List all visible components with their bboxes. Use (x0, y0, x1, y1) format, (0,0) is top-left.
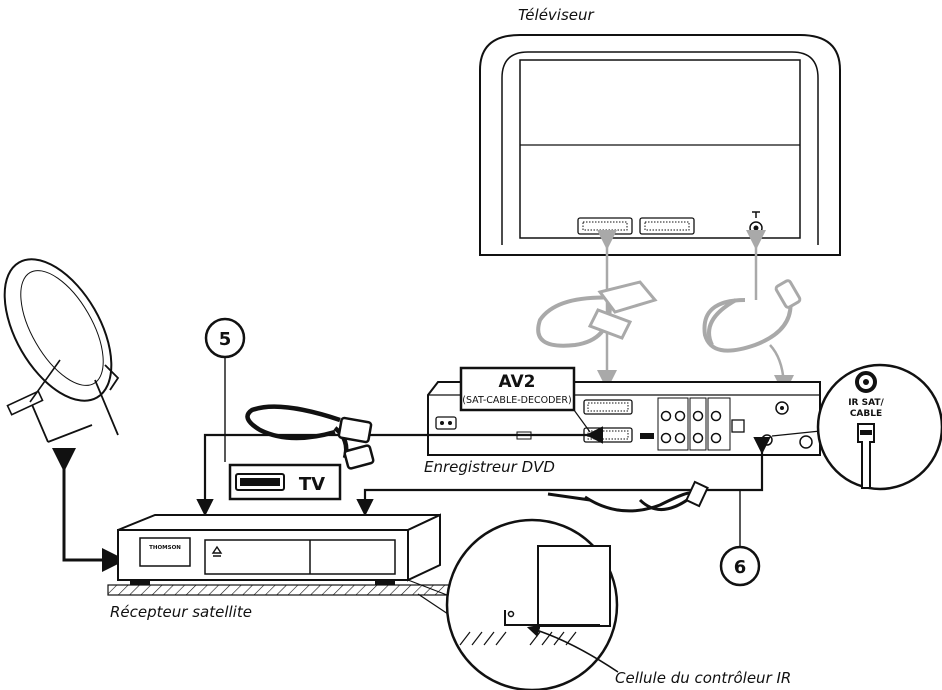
ir-sensor-zoom (407, 518, 619, 690)
dvd-switch (640, 433, 654, 439)
svg-text:CABLE: CABLE (850, 409, 882, 419)
tv-scart-socket-1 (577, 217, 633, 235)
antenna-symbol-icon (752, 211, 760, 218)
antenna-cable-grey (702, 230, 802, 395)
tv-scart-badge: TV (228, 463, 342, 501)
dvd-scart-av2 (583, 427, 633, 443)
svg-text:TV: TV (299, 474, 325, 495)
ir-cable-black (356, 436, 771, 548)
scart-cable-grey (536, 230, 658, 390)
dvd-optical-port (731, 419, 745, 433)
ir-cell-label: Cellule du contrôleur IR (615, 669, 791, 687)
av2-title: AV2 (499, 372, 536, 392)
satellite-dish (3, 258, 120, 443)
satellite-receiver: THOMSON (117, 513, 441, 585)
svg-text:IR SAT/: IR SAT/ (848, 398, 884, 408)
dish-cable-arrow (52, 448, 126, 572)
tv-label: Téléviseur (518, 6, 595, 24)
ir-jack-zoom: IR SAT/ CABLE (771, 363, 942, 491)
jack-plug-icon (857, 423, 875, 489)
sat-receiver-label: Récepteur satellite (110, 603, 252, 621)
eject-icon (211, 545, 223, 557)
ir-sensor-dot (507, 610, 515, 618)
av2-subtitle: (SAT-CABLE-DECODER) (462, 395, 571, 406)
dvd-label: Enregistreur DVD (424, 458, 555, 476)
dvd-scart-av1 (583, 399, 633, 415)
step-6-marker: 6 (719, 545, 761, 587)
dvd-antenna-in (799, 435, 813, 449)
television: Téléviseur (479, 6, 841, 256)
svg-text:5: 5 (219, 329, 232, 350)
tv-scart-socket-2 (639, 217, 695, 235)
svg-text:6: 6 (734, 557, 747, 578)
av2-callout: AV2 (SAT-CABLE-DECODER) (459, 366, 591, 433)
dvd-power-socket (435, 416, 457, 430)
brand-logo: THOMSON (149, 545, 181, 551)
step-5-marker: 5 (204, 317, 246, 405)
shelf-hatch (107, 584, 459, 596)
